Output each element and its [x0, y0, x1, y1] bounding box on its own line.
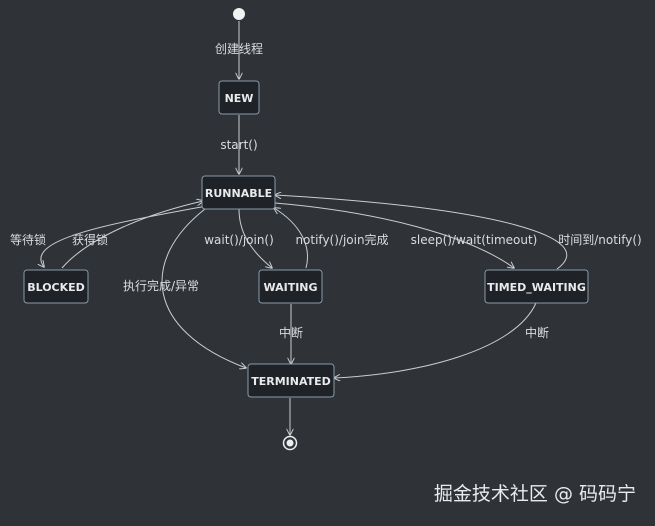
state-new: NEW: [218, 80, 260, 115]
label-finish-exception: 执行完成/异常: [123, 278, 199, 293]
edge-interrupt-timed: [334, 302, 537, 378]
label-notify-join: notify()/join完成: [295, 232, 388, 247]
final-state-icon: [282, 435, 298, 451]
edge-wait-lock: [41, 204, 213, 267]
label-interrupt-waiting: 中断: [279, 325, 303, 340]
initial-state-icon: [233, 8, 245, 20]
state-terminated: TERMINATED: [247, 363, 335, 398]
state-waiting: WAITING: [258, 269, 323, 304]
state-blocked: BLOCKED: [23, 269, 89, 304]
label-sleep-wait: sleep()/wait(timeout): [411, 233, 538, 247]
label-start: start(): [220, 138, 257, 152]
label-acquire-lock: 获得锁: [72, 232, 108, 247]
state-waiting-label: WAITING: [263, 281, 317, 294]
state-runnable: RUNNABLE: [201, 175, 276, 210]
edge-notify-join: [274, 208, 308, 269]
state-blocked-label: BLOCKED: [27, 281, 85, 294]
edge-finish-exception: [161, 208, 246, 368]
state-runnable-label: RUNNABLE: [205, 187, 272, 200]
edge-wait-join: [238, 208, 272, 268]
watermark: 掘金技术社区 @ 码码宁: [434, 483, 636, 505]
label-timeout-notify: 时间到/notify(): [558, 233, 642, 247]
edge-acquire-lock: [61, 201, 203, 269]
state-timed-waiting: TIMED_WAITING: [484, 269, 589, 304]
edge-sleep-wait: [274, 202, 514, 268]
label-create: 创建线程: [215, 41, 263, 56]
label-interrupt-timed: 中断: [525, 325, 549, 340]
state-new-label: NEW: [225, 92, 254, 105]
state-terminated-label: TERMINATED: [251, 375, 331, 388]
label-wait-lock: 等待锁: [10, 232, 46, 247]
state-timed-waiting-label: TIMED_WAITING: [487, 281, 586, 294]
label-wait-join: wait()/join(): [204, 233, 274, 247]
edge-timeout-notify: [275, 195, 568, 270]
